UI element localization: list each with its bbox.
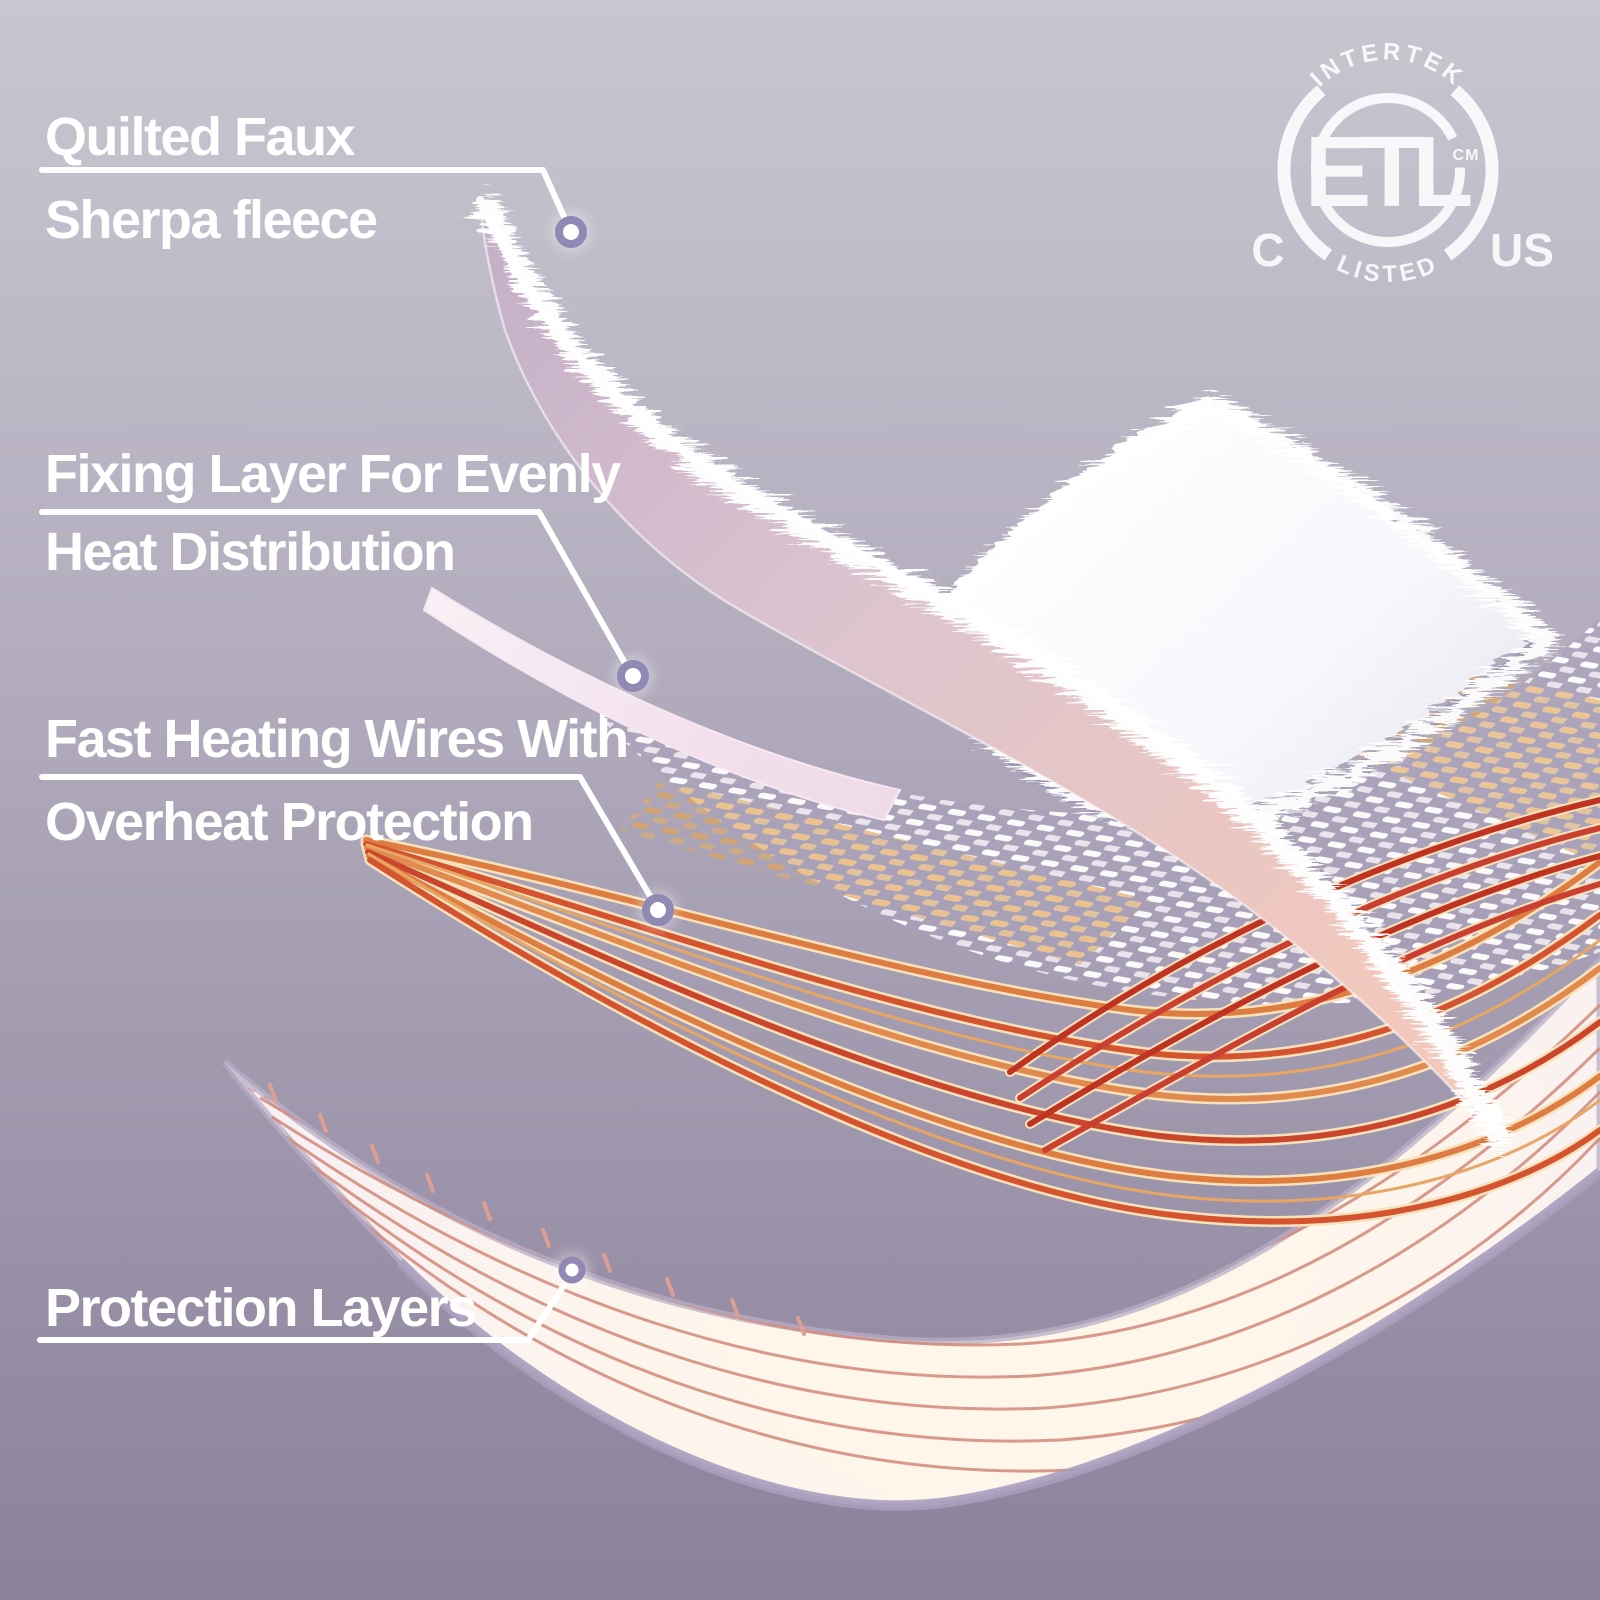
etl-canada-mark: C — [1251, 224, 1284, 276]
etl-outer-ring-right — [1443, 85, 1499, 261]
heating-wire — [365, 843, 1600, 1078]
callout-connector-line — [39, 167, 572, 231]
callout-label-line1: Quilted Faux — [45, 107, 356, 167]
callout-protection: Protection Layers — [37, 1251, 591, 1343]
heating-wire-red — [1042, 881, 1600, 1153]
etl-monogram: ETL — [1305, 116, 1472, 228]
etl-us-mark: US — [1490, 224, 1554, 276]
callout-wires: Fast Heating Wires With Overheat Protect… — [39, 709, 679, 931]
etl-listed-logo: INTERTEK LISTED ETL CM C US — [1251, 38, 1554, 288]
layer-heating-wires — [360, 795, 1600, 1227]
callout-connector-line — [39, 774, 659, 909]
layer-quilted-fleece — [468, 188, 1502, 1142]
sheet-bottom-edge-band — [396, 1168, 1600, 1511]
callout-dot — [642, 894, 674, 926]
etl-outer-ring-left — [1277, 85, 1333, 261]
heating-wire — [363, 837, 1600, 1017]
heating-wire — [367, 852, 1600, 1203]
callout-label-line1: Fast Heating Wires With — [45, 709, 628, 769]
callout-label-line1: Fixing Layer For Evenly — [45, 444, 621, 504]
callout-connector-line — [39, 509, 633, 675]
heating-wire — [366, 853, 1600, 1184]
etl-inner-ring — [1311, 93, 1465, 247]
callout-dot — [555, 216, 587, 248]
sheet-stitch-ticks — [268, 1083, 806, 1336]
callout-fixing: Fixing Layer For Evenly Heat Distributio… — [39, 444, 654, 697]
heating-wire — [367, 857, 1600, 1225]
callout-label-line2: Heat Distribution — [45, 522, 455, 582]
etl-trademark-cm: CM — [1453, 147, 1480, 164]
callout-dot — [558, 1256, 586, 1284]
callout-quilted: Quilted Faux Sherpa fleece — [39, 107, 592, 253]
heating-wire — [363, 841, 1600, 1060]
mesh-rolled-edge-strip — [422, 586, 902, 822]
heating-wire-red — [1027, 853, 1600, 1127]
callouts: Quilted Faux Sherpa fleece Fixing Layer … — [37, 107, 679, 1343]
callout-label-line2: Sherpa fleece — [45, 190, 377, 250]
fleece-leaf-edge-highlight — [476, 196, 1214, 784]
callout-label-line1: Protection Layers — [45, 1278, 476, 1338]
callout-label-line2: Overheat Protection — [45, 792, 533, 852]
mesh-orange-weave — [620, 780, 1150, 965]
callout-dot — [617, 660, 649, 692]
callout-connector-line — [37, 1273, 573, 1343]
